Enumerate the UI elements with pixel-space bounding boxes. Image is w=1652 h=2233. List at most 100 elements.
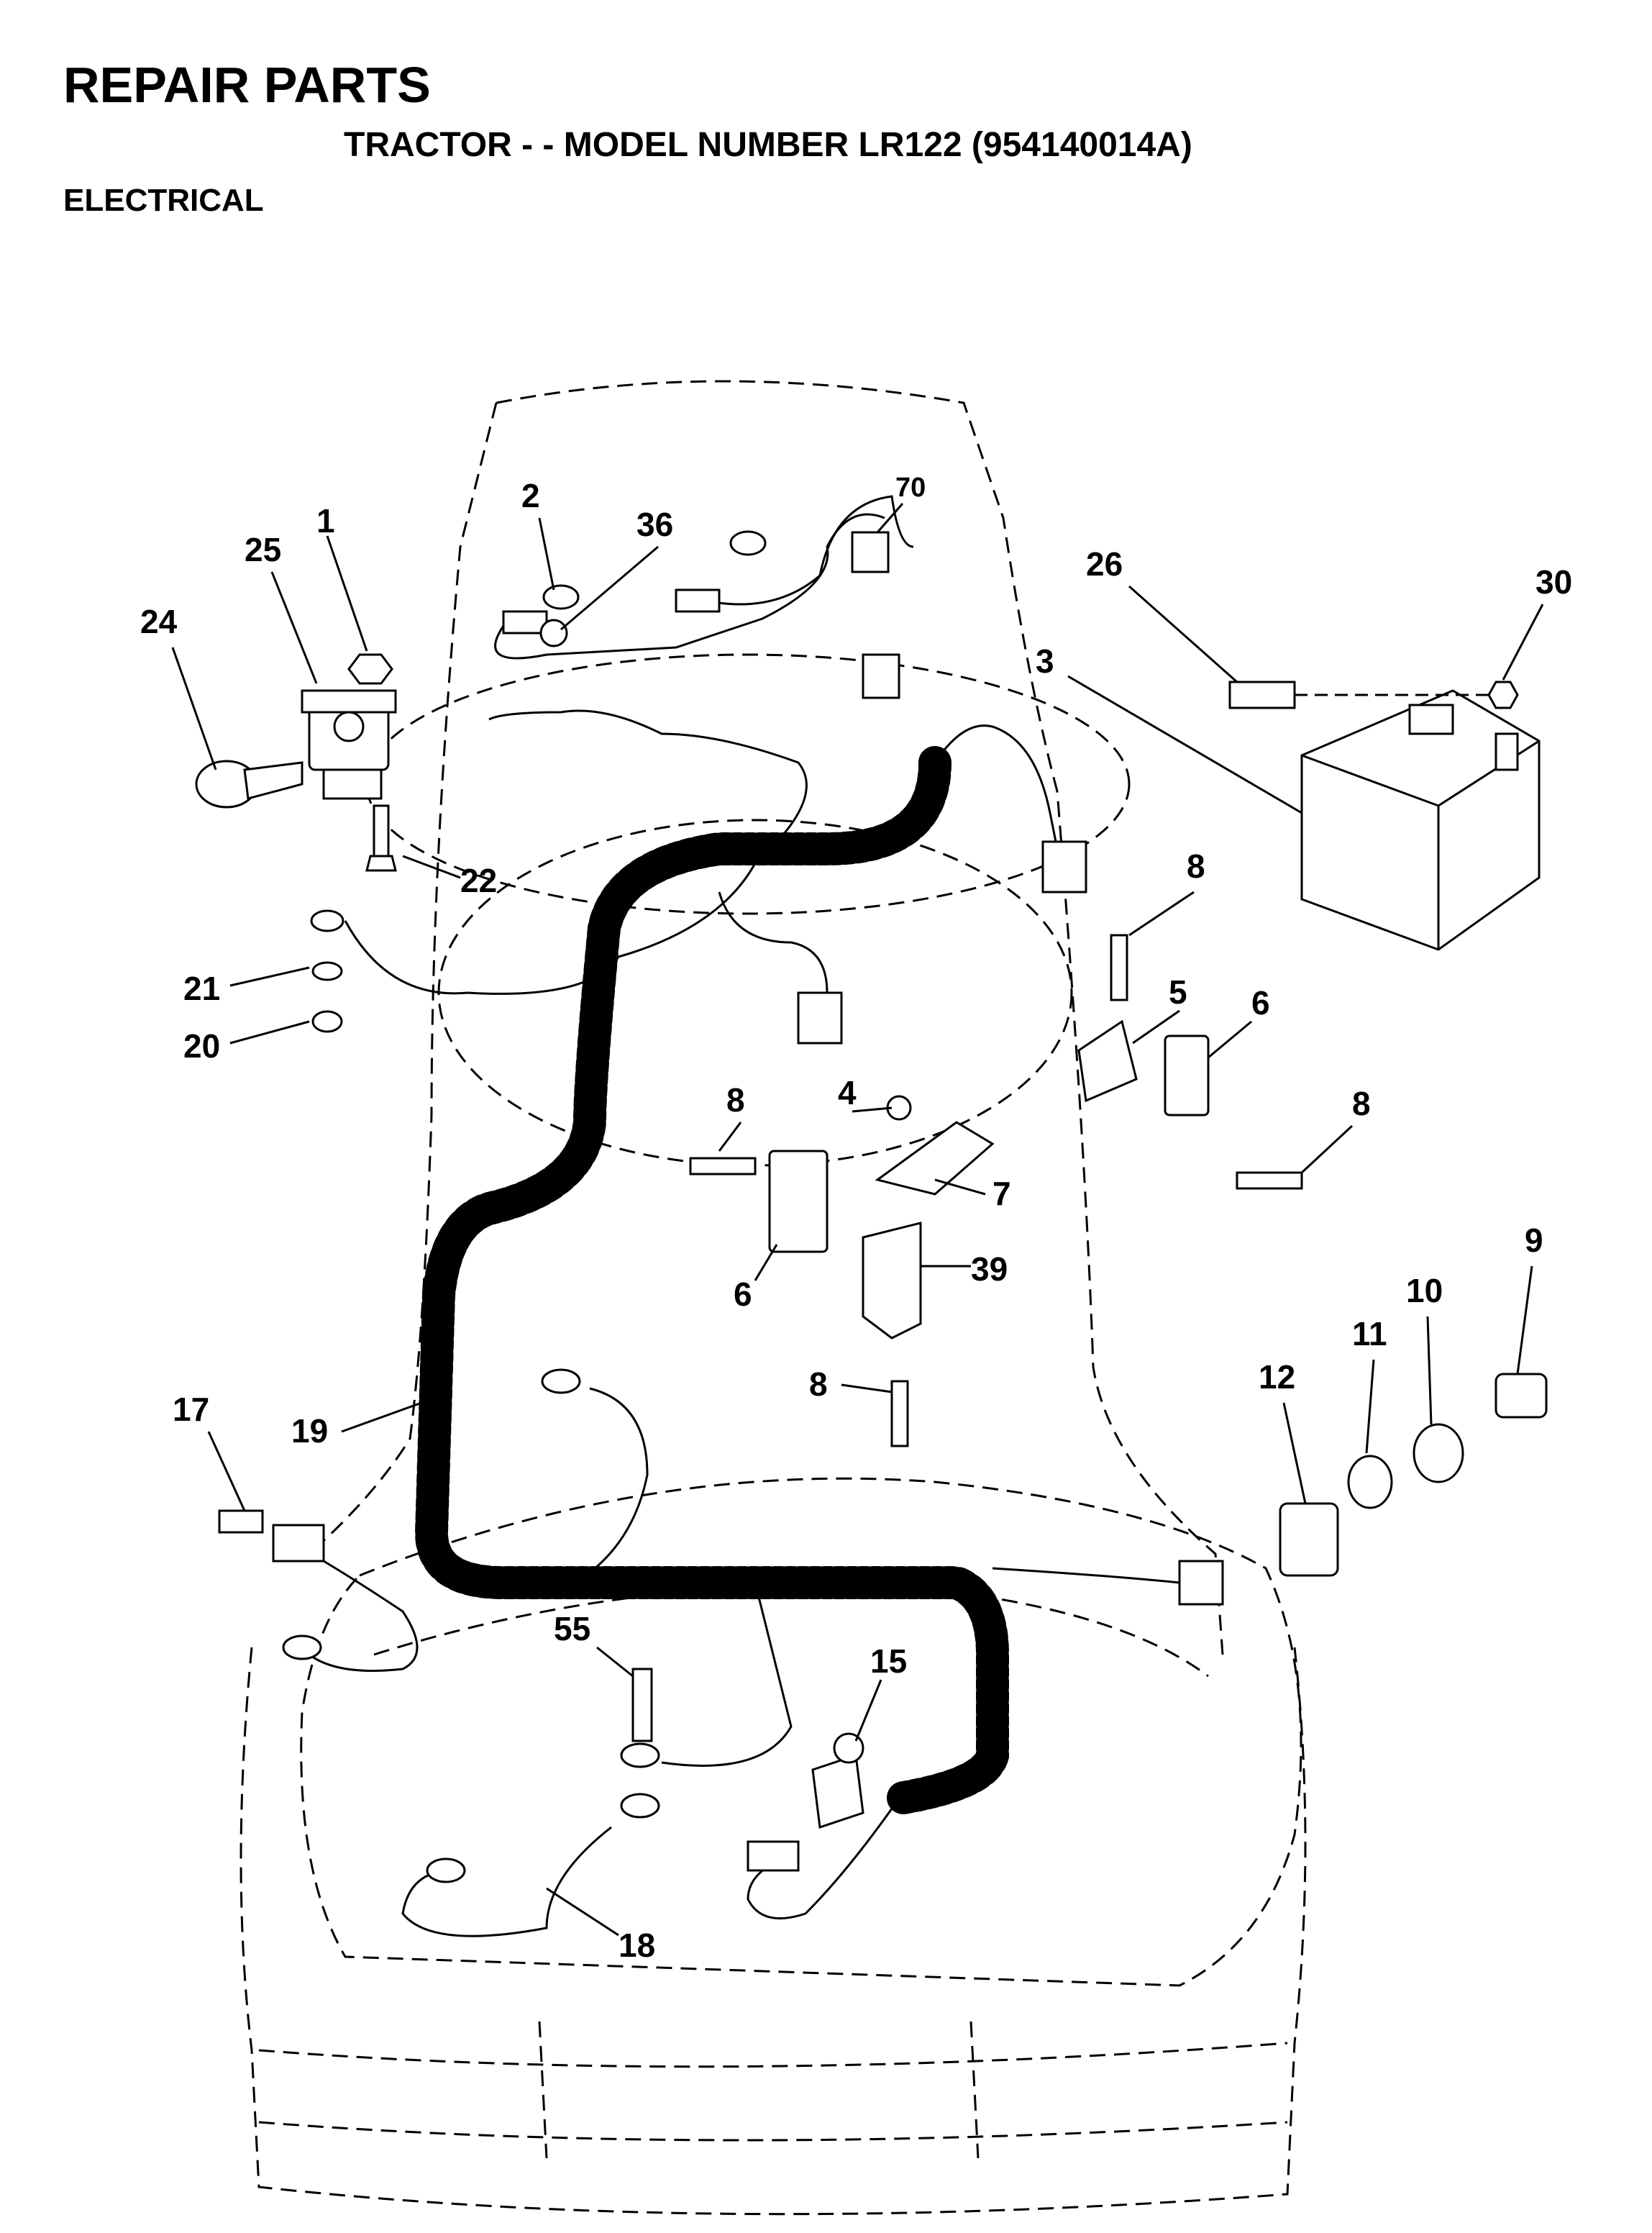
engine-outline-upper bbox=[365, 653, 1131, 915]
wire-harness-coil bbox=[414, 724, 1059, 1815]
callout-21: 21 bbox=[183, 970, 220, 1007]
frame-inner-outline bbox=[373, 1584, 1209, 1678]
ring-terminal-18-end bbox=[426, 1857, 466, 1883]
bracket-5 bbox=[1077, 1019, 1138, 1103]
callout-2: 2 bbox=[521, 477, 540, 514]
section-heading: ELECTRICAL bbox=[63, 183, 264, 218]
ring-terminal-left bbox=[282, 1634, 322, 1660]
leader-70 bbox=[876, 503, 904, 533]
connector-top-small bbox=[675, 588, 721, 613]
leader-19 bbox=[341, 1398, 432, 1433]
callout-labels: 1 2 36 70 25 24 26 30 3 22 8 21 20 5 6 8… bbox=[140, 473, 1572, 1964]
switch-6-right bbox=[1164, 1034, 1210, 1116]
leader-8-bottom bbox=[841, 1383, 893, 1393]
callout-24: 24 bbox=[140, 603, 178, 640]
callout-70: 70 bbox=[895, 473, 926, 503]
seat-base-outline bbox=[239, 1647, 1307, 2216]
nut-11 bbox=[1347, 1455, 1393, 1509]
wire-ground-55 bbox=[661, 1582, 793, 1767]
leader-8-right bbox=[1300, 1124, 1354, 1174]
model-subtitle: TRACTOR - - MODEL NUMBER LR122 (95414001… bbox=[344, 126, 1192, 164]
callout-6-left: 6 bbox=[734, 1275, 752, 1313]
leader-lines bbox=[171, 503, 1544, 1937]
part-terminal-21-20 bbox=[310, 909, 344, 1033]
leader-55 bbox=[596, 1646, 634, 1678]
nut-30 bbox=[1487, 681, 1519, 709]
leader-36 bbox=[560, 545, 659, 631]
ring-terminal-55 bbox=[620, 1742, 660, 1768]
front-bumper-outline bbox=[258, 2021, 1288, 2159]
callout-3: 3 bbox=[1036, 642, 1054, 680]
callout-9: 9 bbox=[1525, 1222, 1543, 1259]
wire-seat-switch bbox=[747, 1798, 900, 1920]
part-grounds bbox=[282, 1368, 660, 1883]
ignition-connector bbox=[1178, 1560, 1224, 1606]
part-cable-2 bbox=[502, 530, 767, 647]
wire-ground-18 bbox=[401, 1826, 612, 1937]
part-fuse-17 bbox=[218, 1509, 325, 1563]
terminal-2-crimp bbox=[502, 610, 548, 635]
part-brackets-5-6 bbox=[1077, 934, 1303, 1190]
key-9 bbox=[1494, 1373, 1548, 1419]
callout-36: 36 bbox=[636, 506, 673, 543]
star-washer-36 bbox=[539, 619, 568, 647]
leader-10 bbox=[1426, 1316, 1433, 1425]
callout-7: 7 bbox=[992, 1175, 1011, 1212]
screw-22-shank bbox=[373, 804, 390, 858]
callout-8-upper: 8 bbox=[1187, 847, 1205, 885]
callout-20: 20 bbox=[183, 1027, 220, 1065]
callout-8-right: 8 bbox=[1352, 1085, 1371, 1122]
callout-15: 15 bbox=[870, 1642, 907, 1680]
solenoid-terminal bbox=[333, 711, 365, 742]
callout-12: 12 bbox=[1259, 1358, 1295, 1396]
page-title: REPAIR PARTS bbox=[63, 57, 431, 113]
bracket-7 bbox=[875, 1121, 995, 1196]
callout-18: 18 bbox=[619, 1927, 655, 1964]
screw-8-bottom bbox=[890, 1380, 909, 1447]
leader-6-left bbox=[754, 1244, 778, 1281]
callout-4: 4 bbox=[838, 1074, 857, 1111]
harness-coil-19 bbox=[414, 746, 1009, 1815]
nut-20 bbox=[311, 1010, 343, 1033]
callout-39: 39 bbox=[971, 1250, 1008, 1288]
fuse-17 bbox=[218, 1509, 264, 1534]
bolt-26 bbox=[1228, 681, 1296, 709]
connector-right bbox=[1041, 840, 1087, 893]
leader-3 bbox=[1067, 675, 1302, 814]
ring-terminal-2 bbox=[542, 584, 580, 610]
ring-terminal-top bbox=[729, 530, 767, 556]
connector-center bbox=[797, 991, 843, 1045]
callout-1: 1 bbox=[316, 502, 335, 540]
leader-2 bbox=[538, 517, 555, 591]
seat-switch-plunger bbox=[833, 1732, 864, 1764]
ring-terminal bbox=[310, 909, 344, 932]
leader-5 bbox=[1132, 1009, 1180, 1045]
battery-body bbox=[1300, 689, 1541, 951]
leader-22 bbox=[402, 855, 461, 879]
callout-19: 19 bbox=[291, 1412, 328, 1450]
battery-terminal bbox=[1494, 732, 1519, 771]
screw-8-upper bbox=[1110, 934, 1128, 1001]
switch-6-left bbox=[768, 1150, 829, 1253]
callout-22: 22 bbox=[460, 862, 497, 899]
hood-outline bbox=[496, 380, 1224, 1655]
part-solenoid bbox=[301, 689, 397, 800]
solenoid-bracket bbox=[301, 689, 397, 714]
wire-top-right bbox=[690, 495, 914, 606]
solenoid-base bbox=[322, 768, 383, 800]
wire-ignition bbox=[992, 1567, 1180, 1584]
callout-30: 30 bbox=[1535, 563, 1572, 601]
part-connector-70 bbox=[797, 531, 1087, 1045]
leader-9 bbox=[1516, 1265, 1533, 1375]
leader-6-right bbox=[1208, 1020, 1252, 1059]
callout-26: 26 bbox=[1086, 545, 1123, 583]
bezel-10 bbox=[1413, 1423, 1464, 1483]
leader-24 bbox=[171, 647, 217, 770]
callout-55: 55 bbox=[554, 1610, 590, 1647]
ignition-switch-12 bbox=[1279, 1502, 1339, 1577]
callout-25: 25 bbox=[245, 531, 281, 568]
ring-terminal-18 bbox=[620, 1793, 660, 1819]
callout-8-bottom: 8 bbox=[809, 1365, 828, 1403]
connector-70-body bbox=[851, 531, 890, 573]
